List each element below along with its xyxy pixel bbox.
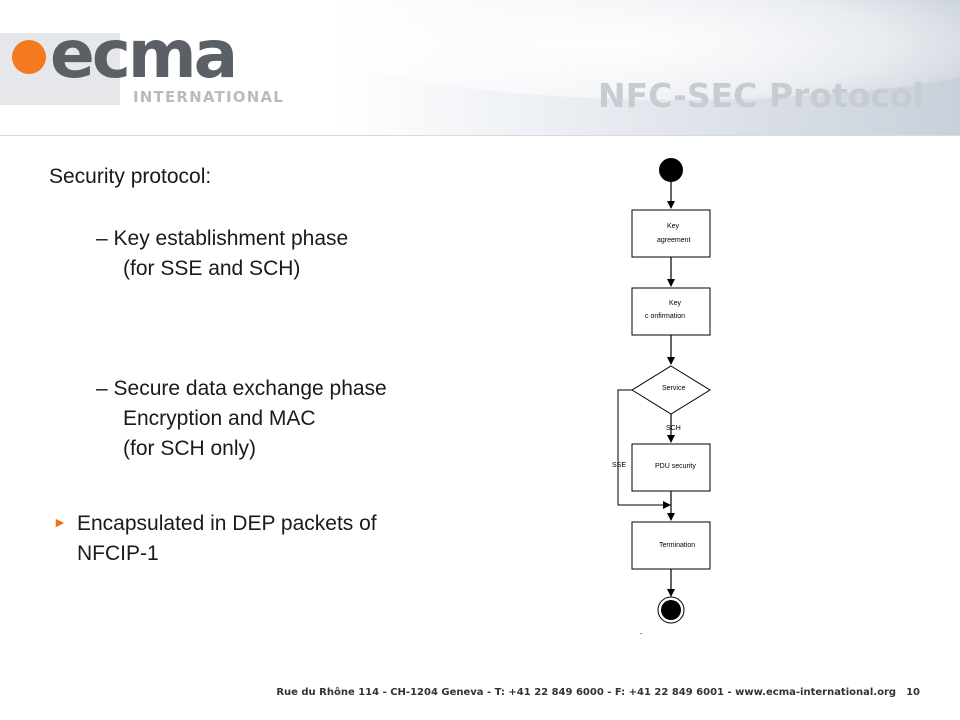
slide-title: NFC-SEC Protocol	[598, 76, 924, 115]
bullet-line: Encapsulated in DEP packets of	[77, 512, 377, 535]
logo-wordmark: ecma	[50, 16, 238, 93]
sub-item-line: Key establishment phase	[113, 227, 349, 250]
bullet-line: NFCIP-1	[77, 542, 159, 565]
key-agreement-label: Key	[667, 223, 680, 230]
sub-item-line: Secure data exchange phase	[113, 377, 387, 400]
pdu-security-box	[631, 443, 711, 492]
sub-item-dash: –	[96, 377, 108, 400]
stray-dash-mark: -	[640, 631, 643, 638]
key-agreement-box	[631, 209, 711, 258]
section-heading: Security protocol:	[49, 165, 212, 188]
bullet-arrow-icon: ►	[53, 514, 67, 530]
key-agreement-label: agreement	[657, 237, 691, 244]
pdu-security-label: PDU security	[655, 463, 696, 470]
sub-item-line: Encryption and MAC	[123, 407, 316, 430]
sub-item-secure-data-exchange: – Secure data exchange phase Encryption …	[96, 374, 387, 464]
sch-label: SCH	[666, 425, 681, 432]
start-node	[659, 158, 683, 182]
sse-label: SSE	[612, 462, 626, 469]
logo-subtext: INTERNATIONAL	[133, 88, 285, 106]
header-divider	[0, 135, 960, 136]
service-label: Service	[662, 385, 685, 392]
page-number: 10	[906, 687, 920, 698]
sub-item-key-establishment: – Key establishment phase (for SSE and S…	[96, 224, 348, 284]
protocol-flow-diagram: Key agreement Key c onfirmation Service …	[612, 158, 711, 638]
sub-item-line: (for SCH only)	[123, 437, 257, 460]
key-confirmation-box	[631, 287, 711, 336]
key-confirmation-label: Key	[669, 300, 682, 307]
key-confirmation-label: c onfirmation	[645, 313, 685, 320]
slide-header	[0, 0, 960, 135]
sub-item-line: (for SSE and SCH)	[123, 257, 301, 280]
sse-bypass-arrow	[617, 389, 671, 509]
termination-label: Termination	[659, 542, 695, 549]
footer: Rue du Rhône 114 - CH-1204 Geneva - T: +…	[276, 687, 920, 698]
logo-orange-dot-icon	[12, 40, 46, 74]
end-node-inner	[661, 600, 681, 620]
footer-address: Rue du Rhône 114 - CH-1204 Geneva - T: +…	[276, 687, 897, 698]
sub-item-dash: –	[96, 227, 108, 250]
bullet-encapsulated: ► Encapsulated in DEP packets of NFCIP-1	[53, 507, 377, 569]
